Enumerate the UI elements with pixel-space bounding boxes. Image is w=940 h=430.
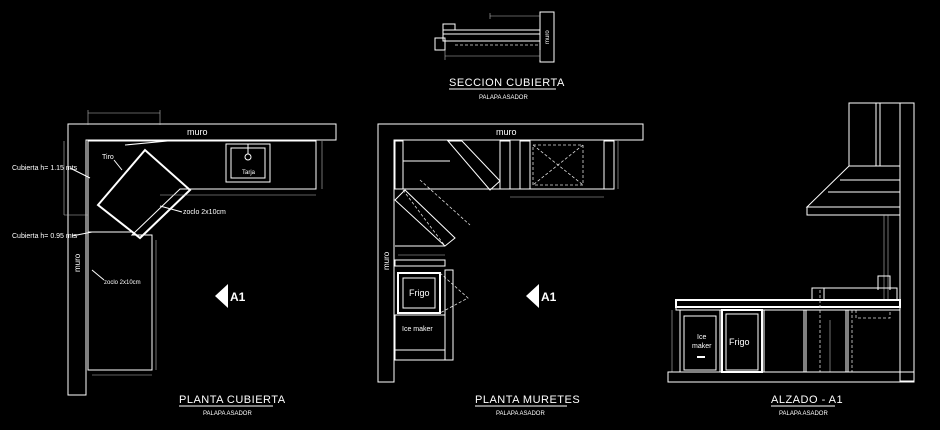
al-floor: [667, 371, 915, 383]
pm-title: PLANTA MURETES: [475, 394, 580, 406]
pm-frigo-box: [397, 272, 441, 314]
pc-cubierta-095-label: Cubierta h= 0.95 mts: [12, 233, 78, 240]
al-ice-label: Ice: [697, 334, 706, 341]
pc-section-arrow-icon: [215, 284, 228, 308]
al-ice-maker-cabinet: [679, 309, 721, 373]
planta-cubierta-drawing: muro muro Tarja Cubierta h= 1.15 mts Cub…: [12, 110, 337, 417]
pm-section-arrow-icon: [526, 284, 539, 308]
section-slab: [442, 33, 541, 42]
pm-ice-maker-label: Ice maker: [402, 326, 433, 333]
pc-zoclo-left-label: zoclo 2x10cm: [104, 280, 141, 286]
pm-wall-top-label: muro: [496, 127, 517, 137]
al-hood-chimney: [848, 102, 901, 167]
section-slab-top: [442, 29, 541, 35]
al-faucet: [877, 275, 891, 290]
seccion-cubierta-drawing: muro SECCION CUBIERTA PALAPA ASADOR: [434, 11, 565, 101]
pc-counter-outline: [87, 140, 317, 371]
pm-subtitle: PALAPA ASADOR: [496, 411, 545, 417]
al-subtitle: PALAPA ASADOR: [779, 411, 828, 417]
al-title: ALZADO - A1: [771, 394, 843, 406]
pc-subtitle: PALAPA ASADOR: [203, 411, 252, 417]
al-countertop: [675, 299, 901, 308]
seccion-title: SECCION CUBIERTA: [449, 77, 565, 89]
section-wall-label: muro: [545, 30, 551, 44]
pc-wall-top-label: muro: [187, 127, 208, 137]
pc-section-marker: A1: [230, 290, 246, 304]
pm-wall-left-label: muro: [382, 251, 391, 270]
pc-wall-left-label: muro: [73, 253, 82, 272]
pm-grill-base: [532, 144, 584, 186]
pc-walls: [67, 123, 337, 396]
pc-cubierta-115-label: Cubierta h= 1.15 mts: [12, 165, 78, 172]
pc-tarja-label: Tarja: [242, 170, 256, 176]
pc-grill: [96, 148, 192, 240]
al-frigo-label: Frigo: [729, 337, 750, 347]
pc-title: PLANTA CUBIERTA: [179, 394, 286, 406]
alzado-a1-drawing: Ice maker Frigo ALZADO - A1 PALAPA ASADO…: [667, 102, 915, 417]
pm-frigo-label: Frigo: [409, 288, 430, 298]
pm-walls: [377, 123, 644, 383]
planta-muretes-drawing: muro muro Frigo Ice maker A1: [377, 123, 644, 417]
al-wall: [899, 102, 915, 382]
pc-tiro-label: Tiro: [102, 154, 114, 161]
al-hood: [805, 165, 901, 208]
al-maker-label: maker: [692, 343, 712, 350]
pc-zoclo-top-label: zoclo 2x10cm: [183, 209, 226, 216]
seccion-subtitle: PALAPA ASADOR: [479, 95, 528, 101]
pm-section-marker: A1: [541, 290, 557, 304]
